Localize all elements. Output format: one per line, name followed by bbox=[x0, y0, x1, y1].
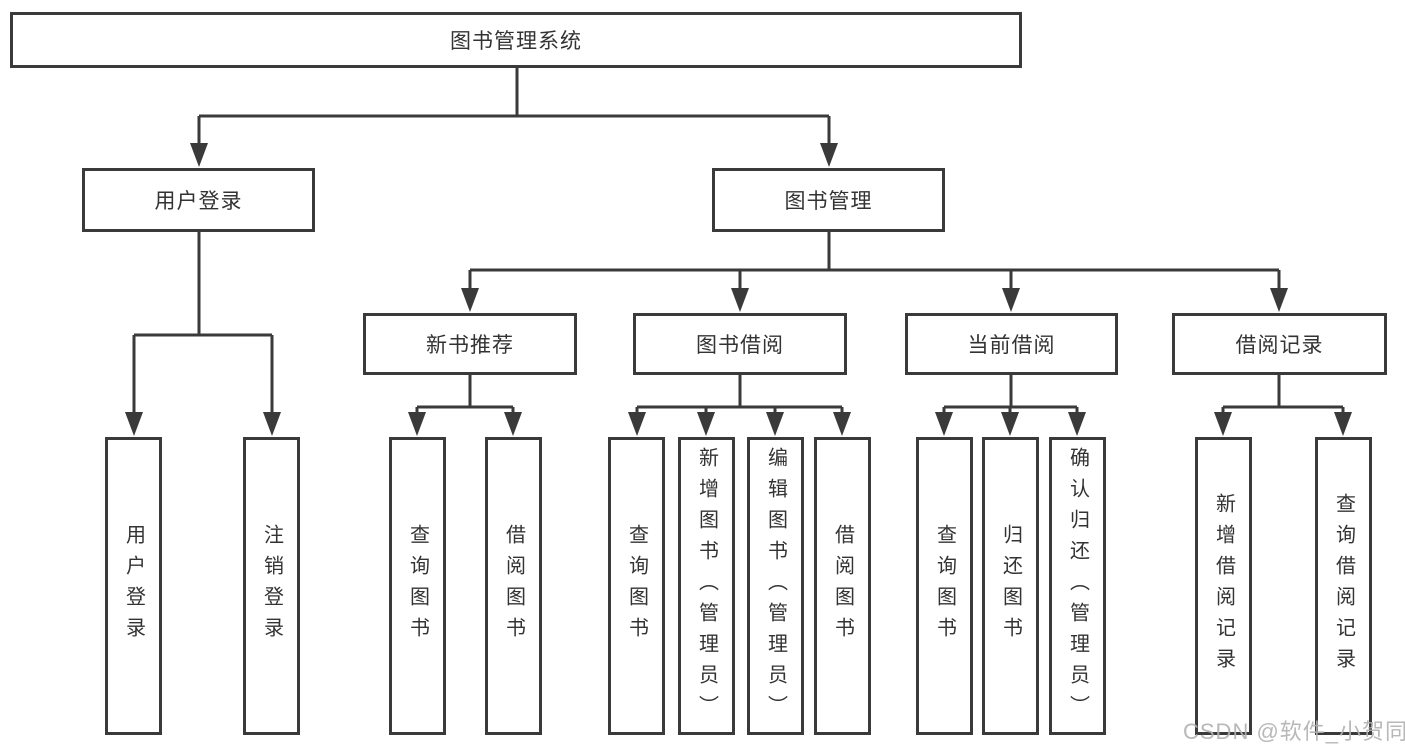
leaf-confirm-return-admin: 确认归还（管理员） bbox=[1049, 437, 1106, 735]
leaf-edit-books-admin: 编辑图书（管理员） bbox=[747, 437, 804, 735]
leaf-query-books-current: 查询图书 bbox=[916, 437, 973, 735]
leaf-borrow-books-recommend: 借阅图书 bbox=[485, 437, 542, 735]
node-book-borrowing: 图书借阅 bbox=[633, 313, 847, 375]
leaf-logout: 注销登录 bbox=[243, 437, 300, 735]
leaf-add-borrow-record: 新增借阅记录 bbox=[1195, 437, 1252, 735]
leaf-query-borrow-record: 查询借阅记录 bbox=[1315, 437, 1372, 735]
node-current-borrowing: 当前借阅 bbox=[905, 313, 1118, 375]
csdn-watermark: CSDN @软件_小贺同学 bbox=[1183, 719, 1405, 744]
node-root-library-system: 图书管理系统 bbox=[10, 12, 1022, 68]
node-new-book-recommend: 新书推荐 bbox=[363, 313, 577, 375]
connector-current-borrow-to-leaves bbox=[935, 375, 1086, 436]
leaf-return-books: 归还图书 bbox=[982, 437, 1039, 735]
connector-book-borrow-to-leaves bbox=[628, 375, 851, 436]
leaf-user-login: 用户登录 bbox=[105, 437, 162, 735]
node-borrowing-records: 借阅记录 bbox=[1172, 313, 1387, 375]
node-book-management: 图书管理 bbox=[712, 168, 945, 232]
connector-root-to-level2 bbox=[190, 68, 838, 167]
leaf-query-books-recommend: 查询图书 bbox=[389, 437, 446, 735]
node-user-login: 用户登录 bbox=[82, 168, 315, 232]
connector-user-login-to-leaves bbox=[125, 232, 281, 436]
connector-borrow-records-to-leaves bbox=[1214, 375, 1352, 436]
leaf-query-books-borrow: 查询图书 bbox=[608, 437, 665, 735]
connector-book-mgmt-to-level3 bbox=[461, 232, 1288, 312]
connector-new-book-rec-to-leaves bbox=[408, 375, 522, 436]
leaf-borrow-books: 借阅图书 bbox=[814, 437, 871, 735]
leaf-add-books-admin: 新增图书（管理员） bbox=[678, 437, 735, 735]
